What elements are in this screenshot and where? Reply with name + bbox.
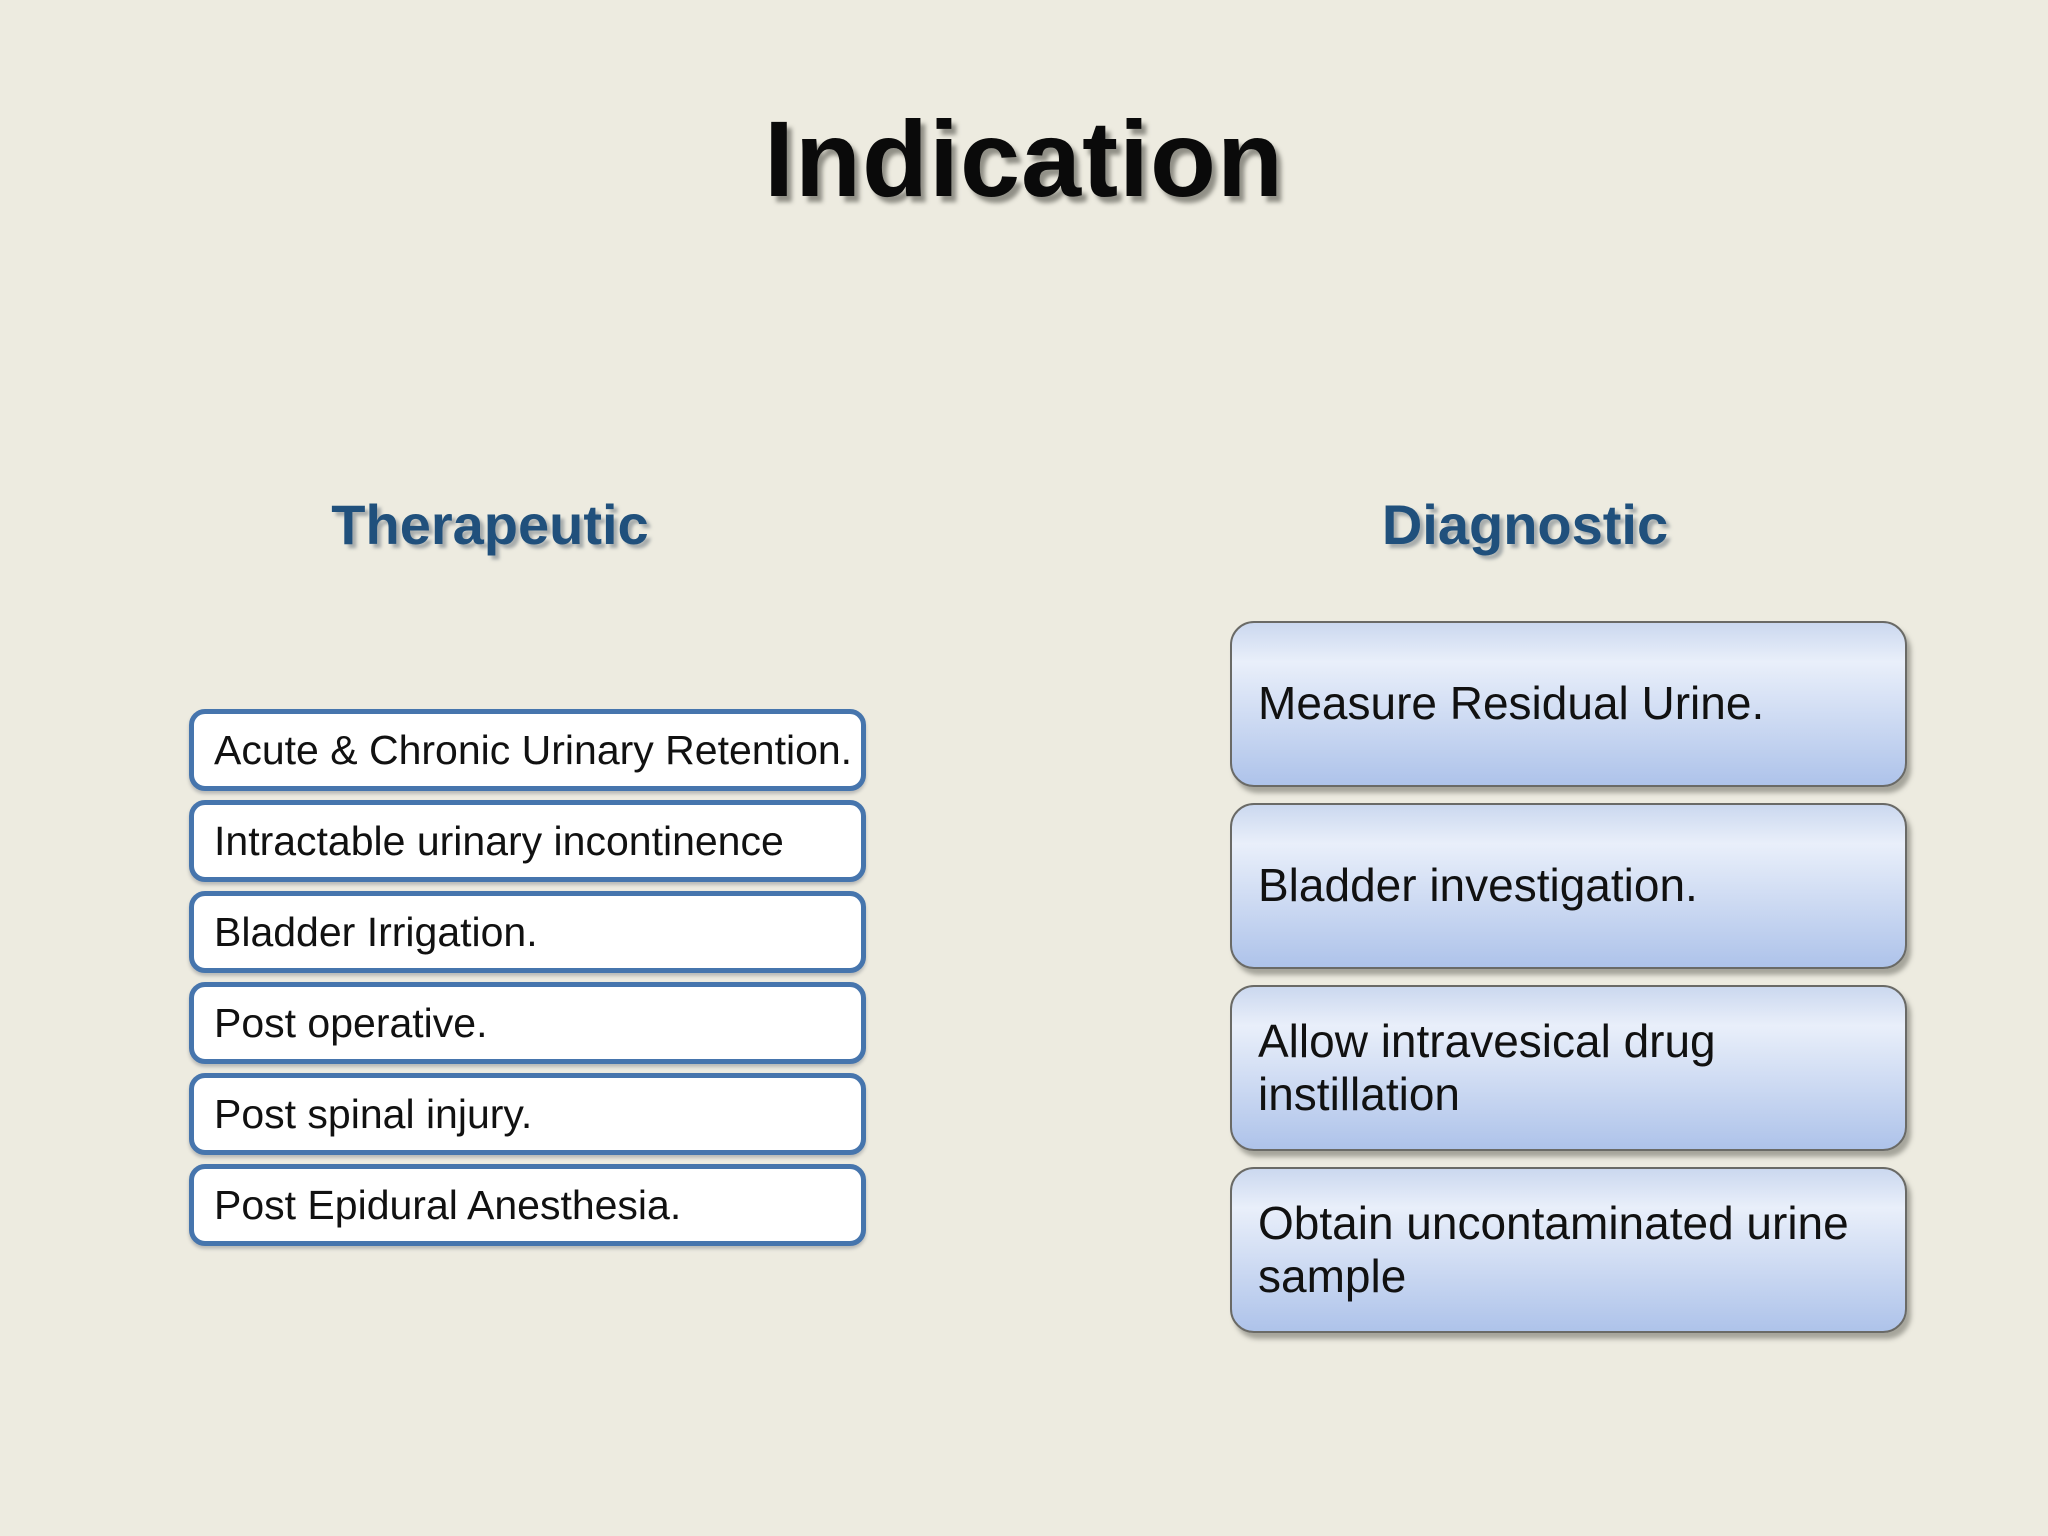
therapeutic-item: Acute & Chronic Urinary Retention. — [189, 709, 866, 791]
diagnostic-item: Bladder investigation. — [1230, 803, 1907, 969]
therapeutic-item: Post spinal injury. — [189, 1073, 866, 1155]
diagnostic-list: Measure Residual Urine. Bladder investig… — [1230, 621, 1907, 1333]
therapeutic-item: Bladder Irrigation. — [189, 891, 866, 973]
therapeutic-item: Post Epidural Anesthesia. — [189, 1164, 866, 1246]
diagnostic-item: Allow intravesical drug instillation — [1230, 985, 1907, 1151]
therapeutic-list: Acute & Chronic Urinary Retention. Intra… — [189, 709, 866, 1246]
diagnostic-item: Obtain uncontaminated urine sample — [1230, 1167, 1907, 1333]
slide-title: Indication — [764, 98, 1284, 219]
therapeutic-column-heading: Therapeutic — [331, 493, 649, 556]
therapeutic-item: Post operative. — [189, 982, 866, 1064]
diagnostic-column-heading: Diagnostic — [1381, 493, 1669, 556]
diagnostic-item: Measure Residual Urine. — [1230, 621, 1907, 787]
therapeutic-item: Intractable urinary incontinence — [189, 800, 866, 882]
